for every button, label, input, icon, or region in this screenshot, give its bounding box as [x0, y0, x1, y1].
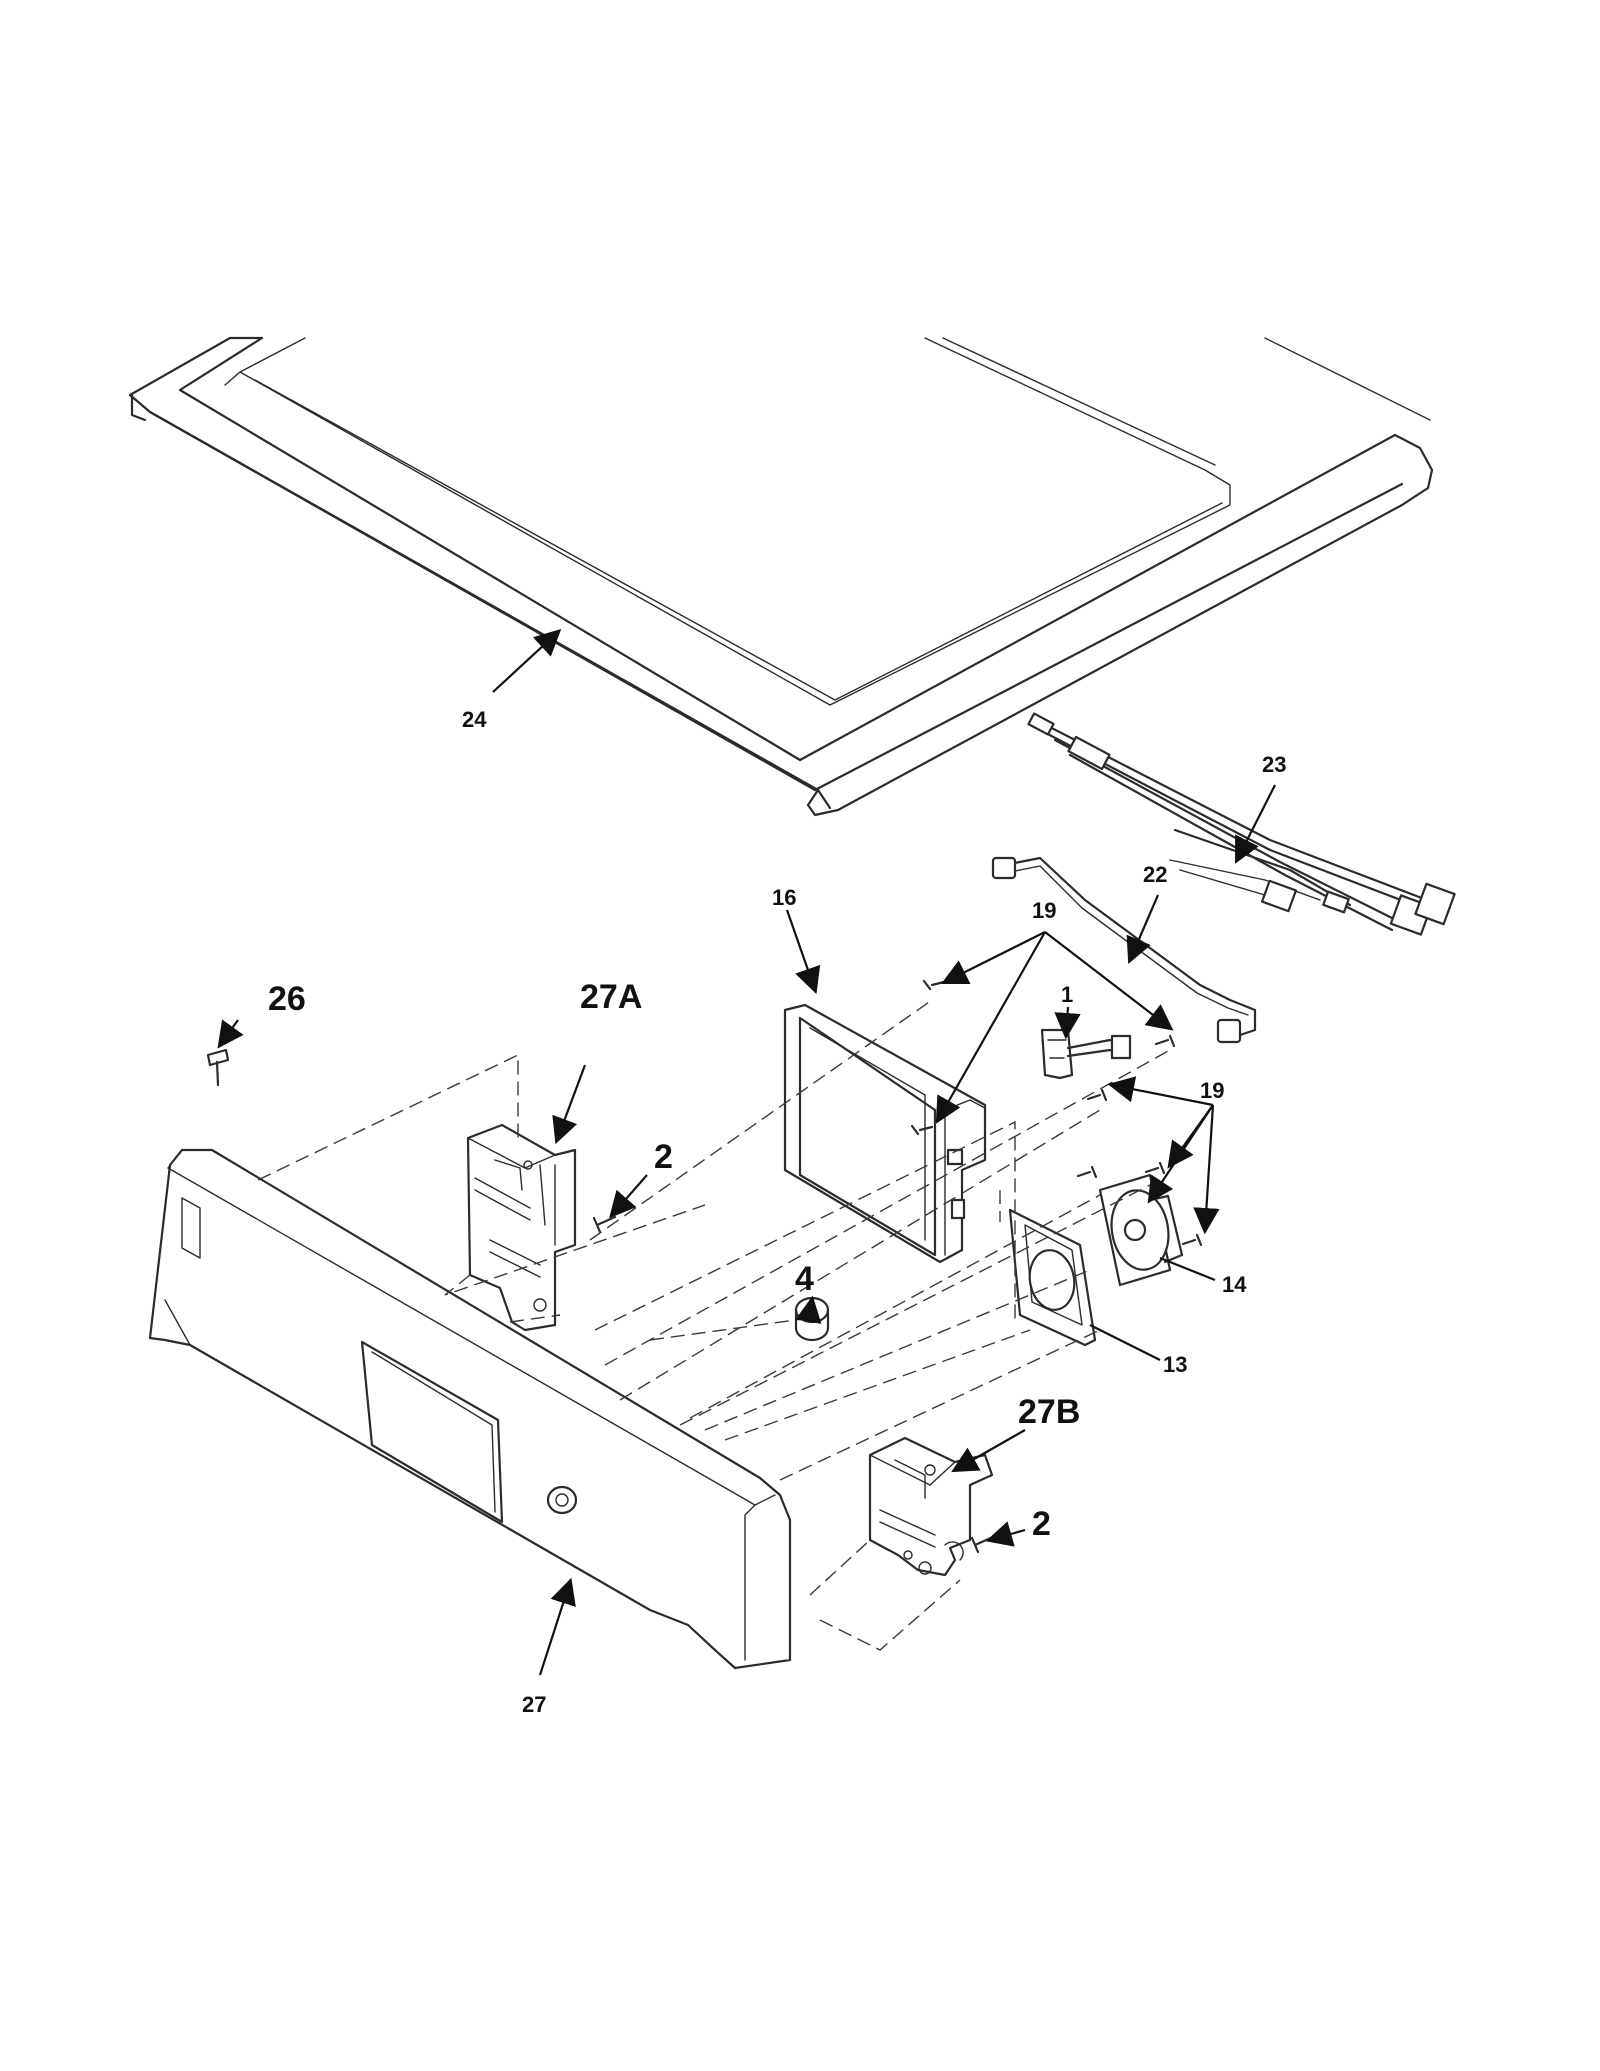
screw-part-26: [206, 1048, 230, 1087]
assembly-guide-lines: [257, 999, 1171, 1651]
callout-19-right: 19: [1200, 1078, 1224, 1103]
switch-part: [1040, 1028, 1132, 1080]
callout-13: 13: [1163, 1352, 1187, 1377]
wire-harness-part: [1027, 712, 1456, 936]
console-panel-part: [148, 1148, 792, 1670]
top-cover-part: [128, 336, 1434, 817]
callout-14: 14: [1222, 1272, 1247, 1297]
callout-4: 4: [795, 1260, 814, 1298]
gasket-part: [1008, 1208, 1097, 1347]
callout-labels: 24 23 22 19 16 1 26 27A 2 19 14 4 13 27B…: [268, 707, 1286, 1717]
callout-24: 24: [462, 707, 487, 732]
callout-27b: 27B: [1018, 1393, 1080, 1431]
callout-1: 1: [1061, 982, 1073, 1007]
callout-2-lower: 2: [1032, 1505, 1051, 1543]
callout-19-top: 19: [1032, 898, 1056, 923]
callout-23: 23: [1262, 752, 1286, 777]
callout-26: 26: [268, 980, 306, 1018]
callout-16: 16: [772, 885, 796, 910]
screw-part-2a: [592, 1215, 617, 1234]
callout-27a: 27A: [580, 978, 642, 1016]
bracket-part-27a: [466, 1123, 577, 1332]
callout-22: 22: [1143, 862, 1167, 887]
wire-assembly-part: [991, 856, 1257, 1044]
screw-set-19: [910, 979, 1203, 1247]
leader-lines: [217, 629, 1276, 1676]
display-board-part: [783, 1003, 987, 1264]
callout-27: 27: [522, 1692, 546, 1717]
speaker-part: [1098, 1173, 1184, 1287]
callout-2-upper: 2: [654, 1138, 673, 1176]
